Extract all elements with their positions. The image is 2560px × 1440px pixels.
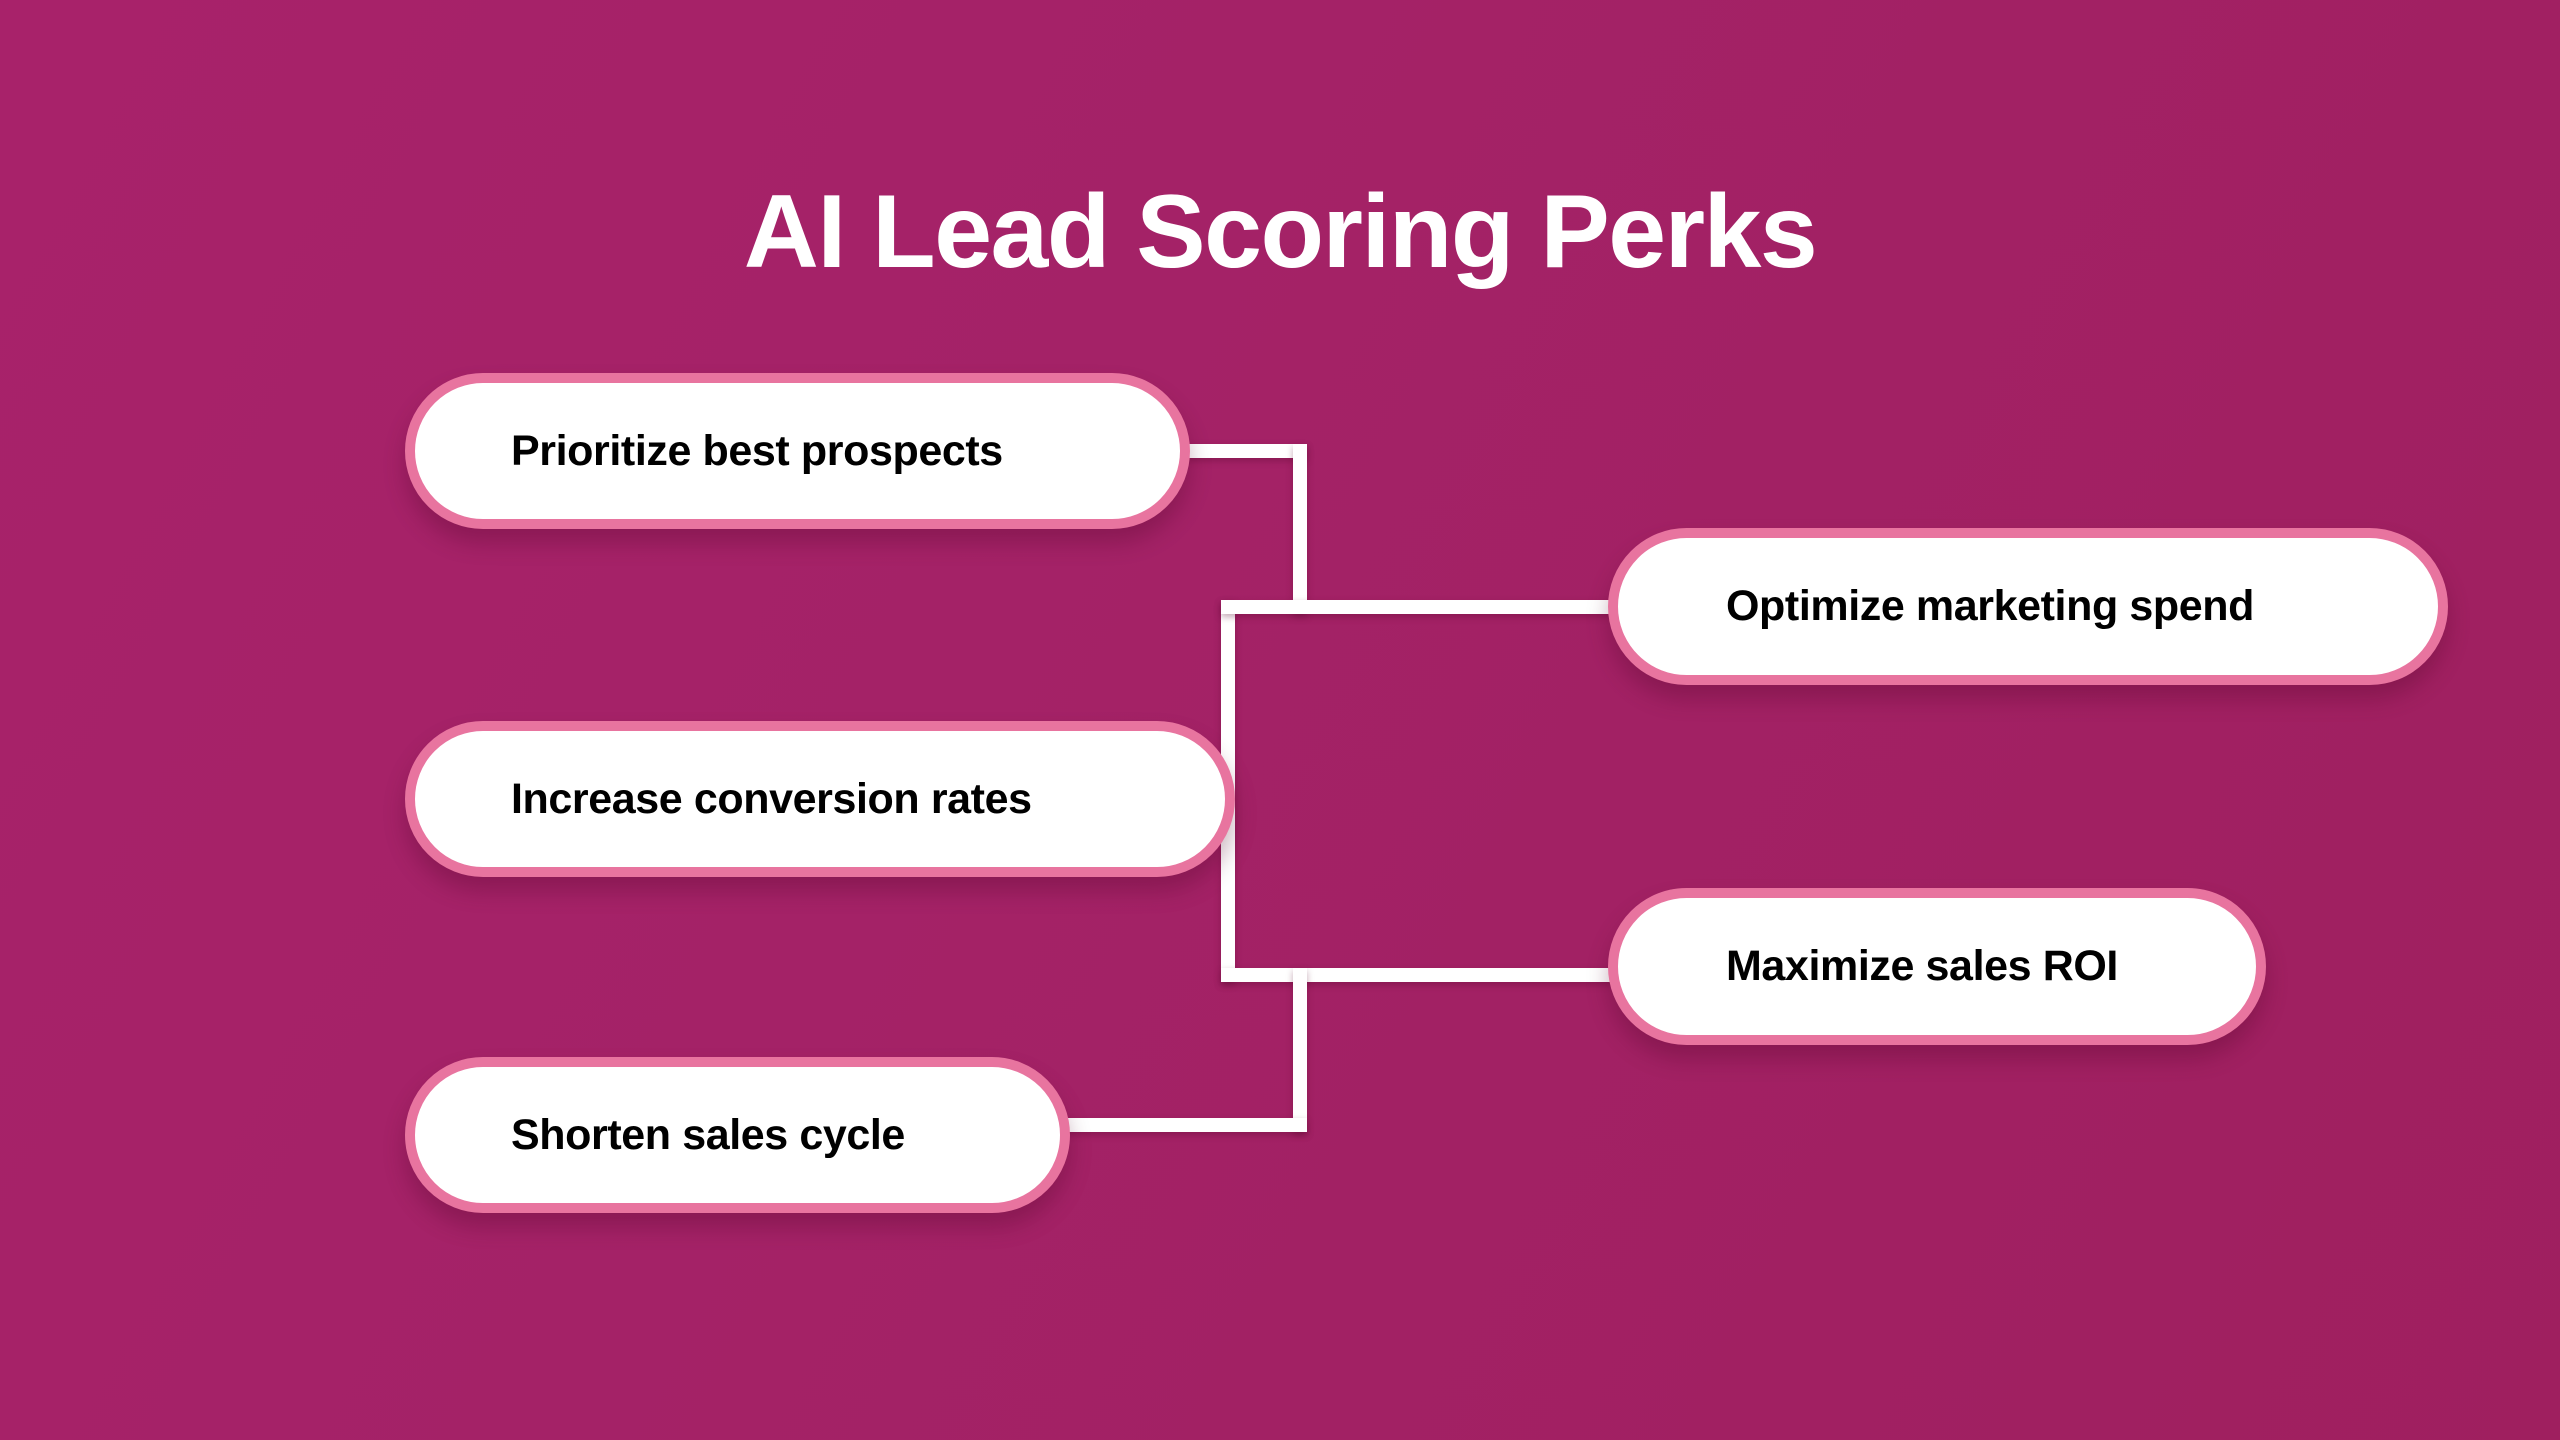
node-maximize-sales-roi[interactable]: Maximize sales ROI <box>1608 888 2266 1045</box>
node-increase-conversion-rates[interactable]: Increase conversion rates <box>405 721 1235 877</box>
connector-prioritize-vertical <box>1293 444 1307 614</box>
node-label: Shorten sales cycle <box>511 1110 905 1159</box>
node-prioritize-best-prospects[interactable]: Prioritize best prospects <box>405 373 1190 529</box>
node-label: Optimize marketing spend <box>1726 582 2255 630</box>
node-label: Increase conversion rates <box>511 774 1032 823</box>
connector-maximize-horizontal <box>1221 968 1616 982</box>
connector-prioritize-horizontal <box>1185 444 1307 458</box>
connector-optimize-horizontal <box>1221 600 1616 614</box>
node-label: Prioritize best prospects <box>511 426 1003 475</box>
node-label: Maximize sales ROI <box>1726 942 2118 990</box>
connector-shorten-horizontal <box>1060 1118 1307 1132</box>
connector-shorten-vertical <box>1293 968 1307 1132</box>
node-optimize-marketing-spend[interactable]: Optimize marketing spend <box>1608 528 2448 685</box>
node-shorten-sales-cycle[interactable]: Shorten sales cycle <box>405 1057 1070 1213</box>
page-title: AI Lead Scoring Perks <box>743 173 1818 290</box>
